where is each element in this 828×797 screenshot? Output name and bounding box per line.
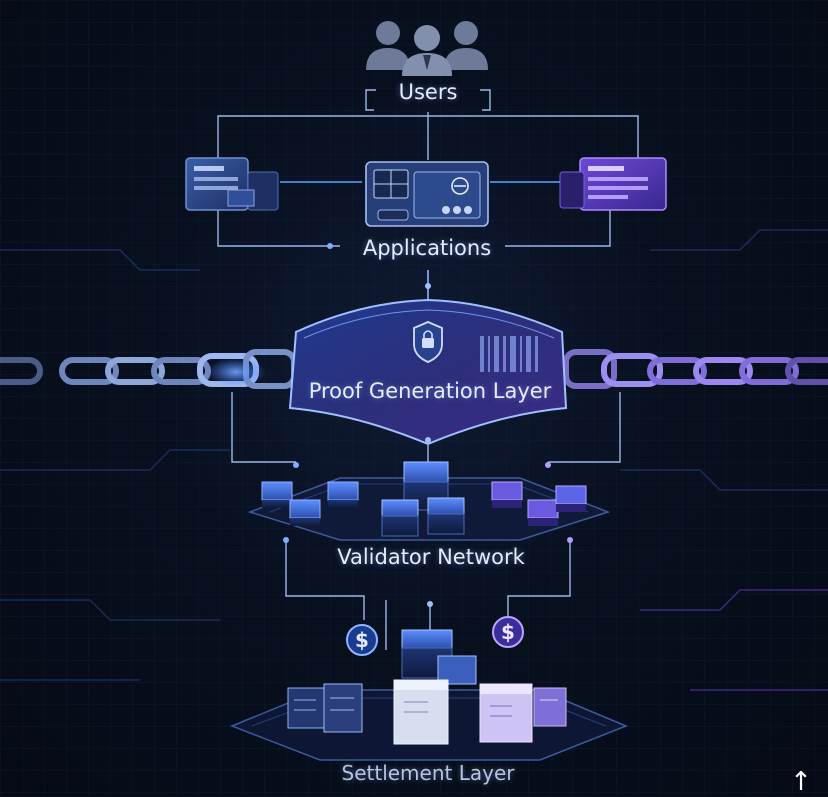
connector-node xyxy=(327,243,333,249)
proof-generation-layer-label: Proof Generation Layer xyxy=(309,379,552,403)
app-card-center xyxy=(366,162,488,226)
arrow-up-icon[interactable]: ↑ xyxy=(788,768,814,796)
lock-shield-icon xyxy=(414,322,442,362)
currency-symbol: $ xyxy=(501,620,515,644)
applications-label: Applications xyxy=(363,236,491,260)
users-icon xyxy=(366,21,488,76)
validator-network-label: Validator Network xyxy=(337,545,525,569)
dollar-coin-left-icon: $ xyxy=(347,625,377,655)
dollar-coin-right-icon: $ xyxy=(493,617,523,647)
currency-symbol: $ xyxy=(355,628,369,652)
connector-node xyxy=(425,437,431,443)
connector-node xyxy=(293,462,299,468)
settlement-layer-label: Settlement Layer xyxy=(342,761,515,785)
connector-node xyxy=(545,462,551,468)
chain-glow xyxy=(206,358,266,386)
connector-node xyxy=(427,601,433,607)
connector-node xyxy=(425,283,431,289)
users-label: Users xyxy=(399,80,458,104)
connector-node xyxy=(567,537,573,543)
connector-node xyxy=(283,537,289,543)
